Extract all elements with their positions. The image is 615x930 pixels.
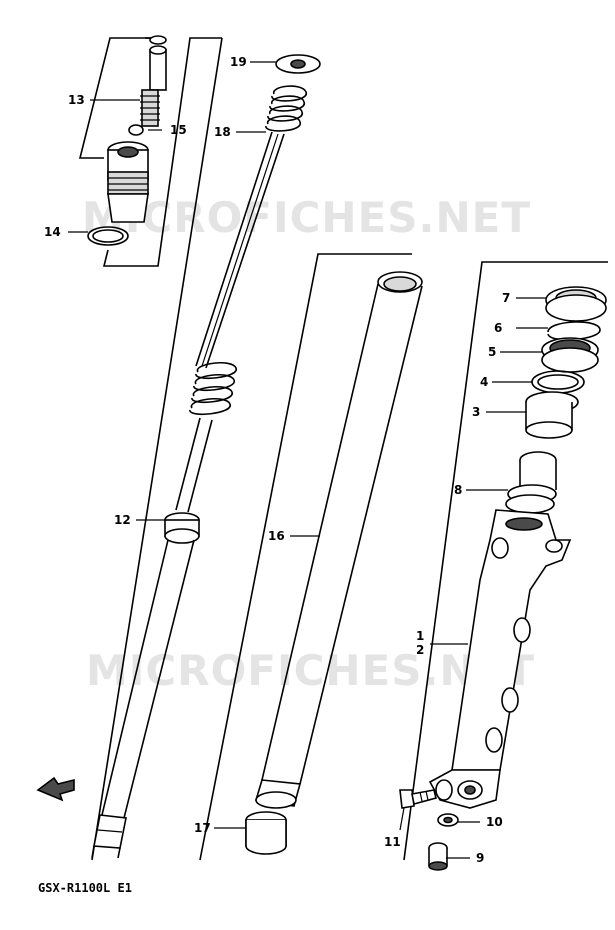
part-15-washer (128, 124, 144, 136)
callout-1: 1 (416, 629, 424, 643)
part-7-dust-seal (545, 286, 607, 322)
bracket-inner-tube-group (91, 37, 223, 861)
callout-12: 12 (114, 513, 131, 527)
part-9-allen-bolt (428, 842, 448, 871)
callout-7: 7 (502, 291, 510, 305)
callout-2: 2 (416, 643, 424, 657)
callout-13: 13 (68, 93, 85, 107)
callout-3: 3 (472, 405, 480, 419)
callout-19: 19 (230, 55, 247, 69)
bracket-outer-tube-group (403, 261, 608, 861)
callout-9: 9 (476, 851, 484, 865)
callout-4: 4 (480, 375, 488, 389)
part-3-guide-bushing (525, 391, 579, 439)
model-code: GSX-R1100L E1 (38, 881, 132, 895)
callout-17: 17 (194, 821, 211, 835)
callout-14: 14 (44, 225, 61, 239)
front-arrow-icon (36, 776, 75, 802)
callout-leaders (68, 61, 548, 859)
part-11-bolt (399, 789, 437, 809)
part-5-oil-seal (541, 337, 599, 373)
part-1-outer-tube (428, 509, 572, 809)
part-4-washer (531, 370, 585, 394)
bracket-fork-tube-group (199, 253, 412, 861)
part-18-fork-spring (175, 85, 307, 513)
callout-16: 16 (268, 529, 285, 543)
callout-11: 11 (384, 835, 401, 849)
callout-8: 8 (454, 483, 462, 497)
part-6-stop-ring (547, 321, 601, 341)
callout-6: 6 (494, 321, 502, 335)
callout-10: 10 (486, 815, 503, 829)
part-17-bushing (245, 811, 287, 855)
part-13-cap-bolt (107, 35, 167, 223)
callout-18: 18 (214, 125, 231, 139)
part-10-washer (437, 813, 459, 827)
callout-5: 5 (488, 345, 496, 359)
part-19-spring-seat (275, 54, 321, 74)
part-14-o-ring (87, 226, 129, 246)
callout-15: 15 (170, 123, 187, 137)
part-16-inner-tube (254, 271, 423, 809)
part-8-tube-top (505, 451, 557, 514)
watermark-top: MICROFICHES.NET (82, 193, 531, 242)
